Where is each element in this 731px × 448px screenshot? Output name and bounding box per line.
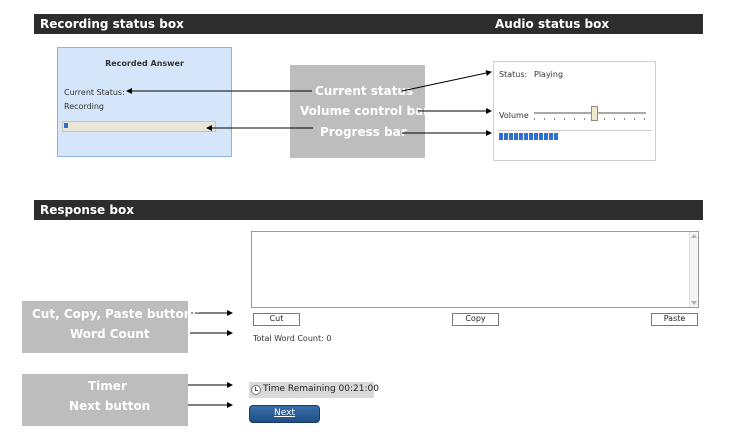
volume-slider-thumb[interactable]	[591, 106, 598, 121]
timer-display: Time Remaining 00:21:00	[249, 382, 379, 398]
response-section-header: Response box	[34, 200, 703, 220]
recording-status-box-title: Recording status box	[40, 17, 184, 31]
response-callout-box: Cut, Copy, Paste buttons Word Count	[22, 301, 199, 353]
response-textarea[interactable]	[251, 231, 699, 308]
audio-status-box-title: Audio status box	[495, 17, 610, 31]
top-callout-box: Current status Volume control bar Progre…	[290, 65, 429, 158]
paste-button[interactable]: Paste	[651, 313, 698, 326]
audio-status-panel: Status: Playing Volume	[493, 61, 656, 161]
callout-current-status: Current status	[315, 84, 414, 98]
volume-slider[interactable]	[534, 106, 646, 124]
callout-progress-bar: Progress bar	[320, 125, 407, 139]
callout-volume-control-bar: Volume control bar	[300, 104, 430, 118]
audio-divider	[498, 130, 652, 131]
recording-progress-bar	[62, 121, 216, 132]
callout-next-button: Next button	[69, 399, 151, 413]
cut-button[interactable]: Cut	[253, 313, 300, 326]
recording-progress-fill	[64, 123, 68, 128]
current-status-label: Current Status:	[64, 88, 125, 97]
audio-progress-bar	[499, 133, 559, 140]
volume-label: Volume	[499, 111, 529, 120]
next-button-label: Next	[274, 408, 295, 418]
callout-cut-copy-paste: Cut, Copy, Paste buttons	[32, 307, 200, 321]
scroll-down-icon[interactable]	[691, 301, 697, 305]
volume-slider-track	[534, 112, 646, 114]
clock-icon	[251, 385, 261, 395]
textarea-scrollbar[interactable]	[689, 232, 698, 307]
response-box-title: Response box	[40, 203, 134, 217]
callout-word-count: Word Count	[70, 327, 150, 341]
current-status-value: Recording	[64, 102, 105, 111]
recorded-answer-panel: Recorded Answer Current Status: Recordin…	[57, 47, 232, 157]
callout-timer: Timer	[88, 379, 127, 393]
scroll-up-icon[interactable]	[691, 234, 697, 238]
next-button[interactable]: Next	[249, 405, 320, 423]
copy-button[interactable]: Copy	[452, 313, 499, 326]
timer-callout-box: Timer Next button	[22, 374, 188, 426]
recorded-answer-title: Recorded Answer	[105, 59, 184, 68]
word-count-text: Total Word Count: 0	[253, 334, 332, 343]
audio-status-label: Status:	[499, 70, 528, 79]
audio-status-value: Playing	[534, 70, 564, 79]
timer-text: Time Remaining 00:21:00	[263, 384, 379, 394]
volume-slider-ticks	[534, 118, 646, 120]
recording-section-header: Recording status box Audio status box	[34, 14, 703, 34]
